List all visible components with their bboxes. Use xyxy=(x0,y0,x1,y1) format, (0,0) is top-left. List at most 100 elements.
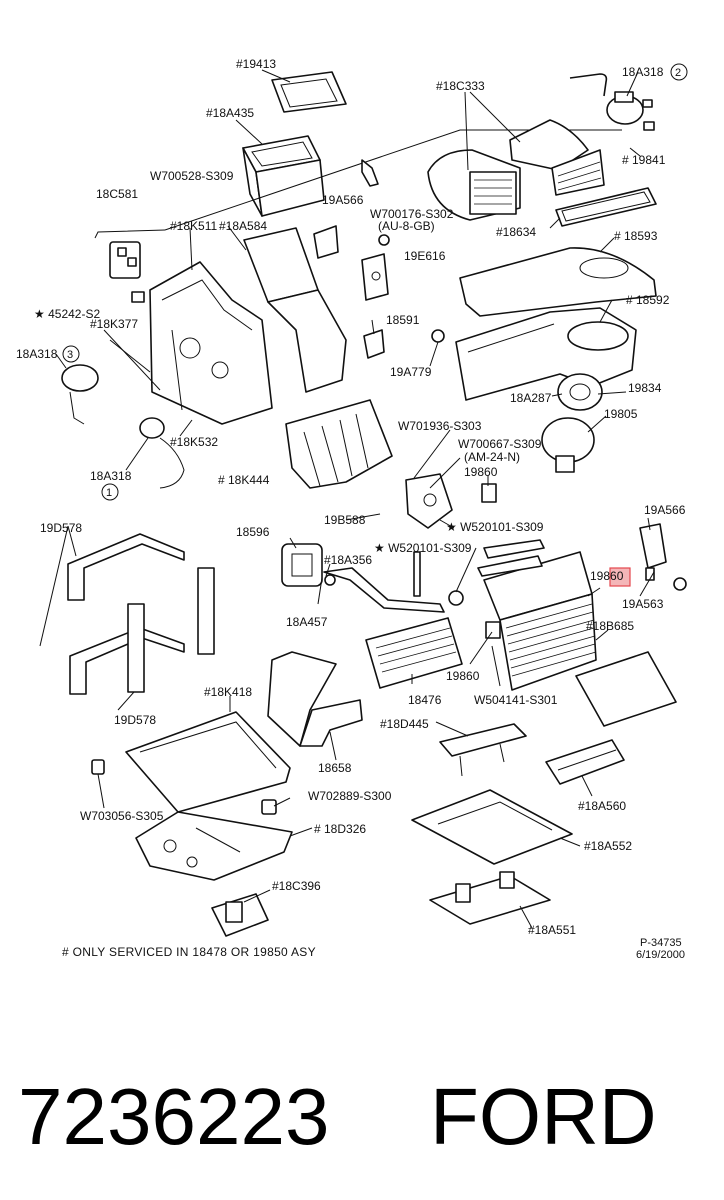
label-W701936-S303: W701936-S303 xyxy=(398,419,482,433)
callout-number-3: 3 xyxy=(67,349,73,361)
label-W700176-S302-sub: (AU-8-GB) xyxy=(378,219,435,233)
label-19A779: 19A779 xyxy=(390,365,432,379)
label-18A584: #18A584 xyxy=(219,219,267,233)
label-18A457: 18A457 xyxy=(286,615,328,629)
label-W702889-S300: W702889-S300 xyxy=(308,789,392,803)
part-18K444-case xyxy=(285,399,393,489)
part-18C333-air-inlet-assembly xyxy=(427,119,605,221)
label-18D445: #18D445 xyxy=(380,717,429,731)
label-W703056-S305: W703056-S305 xyxy=(80,809,164,823)
highlight-marker xyxy=(609,567,631,587)
part-18A287-blower-motor xyxy=(557,373,603,411)
part-18658-duct xyxy=(125,711,291,813)
part-18A318-actuator-1 xyxy=(139,417,185,489)
callout-circle-2 xyxy=(670,63,688,81)
label-18K377: #18K377 xyxy=(90,317,138,331)
callout-number-1: 1 xyxy=(106,487,112,499)
label-18D326: # 18D326 xyxy=(314,822,366,836)
label-18C396: #18C396 xyxy=(272,879,321,893)
drawing-id: P-34735 xyxy=(640,937,682,949)
label-18592: # 18592 xyxy=(626,293,670,307)
label-18A318-1: 18A318 xyxy=(90,469,132,483)
part-W703056-S305-clip xyxy=(91,759,105,775)
label-18C333: #18C333 xyxy=(436,79,485,93)
label-18591: 18591 xyxy=(386,313,420,327)
part-18A435-duct xyxy=(242,135,325,217)
label-18593: # 18593 xyxy=(614,229,658,243)
part-19D578-tubes xyxy=(39,525,215,695)
label-W700667-S309-sub: (AM-24-N) xyxy=(464,450,520,464)
label-19A563: 19A563 xyxy=(622,597,664,611)
part-19B588-seal xyxy=(405,473,453,529)
part-18A318-actuator-2 xyxy=(569,73,655,131)
label-19841: # 19841 xyxy=(622,153,666,167)
label-18A318-2: 18A318 xyxy=(622,65,664,79)
label-19413: #19413 xyxy=(236,57,276,71)
part-number: 7236223 xyxy=(18,1072,330,1161)
callout-circle-1 xyxy=(101,483,119,501)
part-18476-heater-core xyxy=(365,617,463,689)
part-18D326-case-lower xyxy=(135,811,293,881)
label-19D578-a: 19D578 xyxy=(40,521,82,535)
label-W520101-S309-a: ★ W520101-S309 xyxy=(446,520,544,534)
label-18B685: #18B685 xyxy=(586,619,634,633)
label-19805: 19805 xyxy=(604,407,638,421)
label-18K418: #18K418 xyxy=(204,685,252,699)
leader-lines xyxy=(55,69,655,929)
label-18A287: 18A287 xyxy=(510,391,552,405)
part-18593-case xyxy=(459,247,657,317)
part-18634-filter xyxy=(555,187,657,227)
label-19834: 19834 xyxy=(628,381,662,395)
label-18634: #18634 xyxy=(496,225,536,239)
part-19A563-sensor xyxy=(639,523,687,591)
label-19B588: 19B588 xyxy=(324,513,366,527)
part-19A566-bracket xyxy=(313,225,339,259)
part-18K511-heater-housing xyxy=(149,261,273,425)
label-W504141-S301: W504141-S301 xyxy=(474,693,558,707)
label-45242-S2: ★ 45242-S2 xyxy=(34,307,100,321)
label-W520101-S309-b: ★ W520101-S309 xyxy=(374,541,472,555)
label-18476: 18476 xyxy=(408,693,442,707)
label-18A435: #18A435 xyxy=(206,106,254,120)
part-18K418-housing xyxy=(267,651,363,747)
part-18C396-door xyxy=(211,893,269,937)
drawing-date: 6/19/2000 xyxy=(636,949,685,961)
part-18A584-door xyxy=(243,227,347,393)
label-18A551: #18A551 xyxy=(528,923,576,937)
label-19860-a: 19860 xyxy=(464,465,498,479)
label-18596: 18596 xyxy=(236,525,270,539)
label-18A318-3: 18A318 xyxy=(16,347,58,361)
part-19860-valve xyxy=(481,483,497,503)
part-18A356-pipe xyxy=(323,551,464,613)
label-19860-b: 19860 xyxy=(590,569,624,583)
label-18K511: #18K511 xyxy=(170,219,217,233)
label-18A552: #18A552 xyxy=(584,839,632,853)
label-18K444: # 18K444 xyxy=(218,473,270,487)
label-19D578-b: 19D578 xyxy=(114,713,156,727)
label-18C581: 18C581 xyxy=(96,187,138,201)
label-18A560: #18A560 xyxy=(578,799,626,813)
part-18A560-door xyxy=(545,739,625,785)
label-W700528-S309: W700528-S309 xyxy=(150,169,234,183)
footnote: # ONLY SERVICED IN 18478 OR 19850 ASY xyxy=(62,945,316,959)
part-18A552-plate xyxy=(411,789,573,865)
callout-number-2: 2 xyxy=(675,67,681,79)
part-W702889-S300-clip xyxy=(261,799,277,815)
label-19A566: 19A566 xyxy=(322,193,364,207)
part-18B685-filter-door xyxy=(575,651,677,727)
part-19A779-grommet xyxy=(431,329,445,343)
label-W700667-S309: W700667-S309 xyxy=(458,437,542,451)
part-18A551-plate xyxy=(429,871,551,925)
part-W700528-S309-clip xyxy=(361,159,379,187)
brand-name: FORD xyxy=(430,1072,657,1161)
label-19A566-b: 19A566 xyxy=(644,503,686,517)
part-18592-case-lower xyxy=(455,307,637,401)
label-18658: 18658 xyxy=(318,761,352,775)
label-19860-c: 19860 xyxy=(446,669,480,683)
part-19805-blower-wheel xyxy=(541,417,595,473)
part-19E616-module xyxy=(361,253,389,301)
part-18A318-actuator-3 xyxy=(61,364,99,425)
callout-circle-3 xyxy=(62,345,80,363)
part-18C581-connector xyxy=(109,241,145,303)
